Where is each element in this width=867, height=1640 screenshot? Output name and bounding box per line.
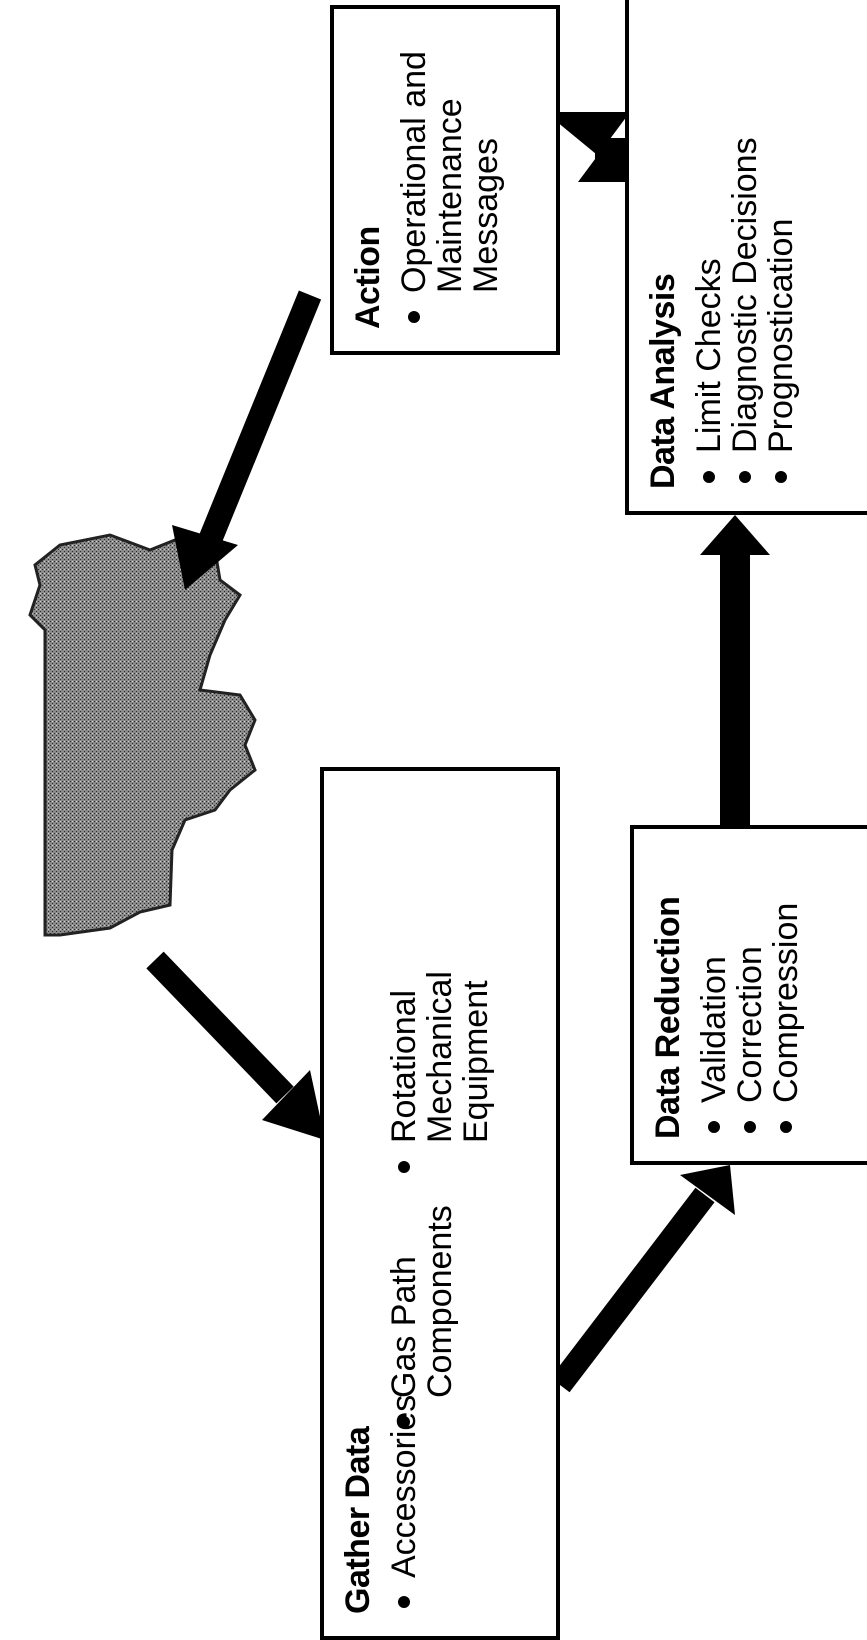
gather-data-items: Accessories Gas Path Components Rotation…	[385, 789, 495, 1614]
engine-icon	[28, 533, 257, 937]
analysis-item: Limit Checks	[690, 7, 728, 489]
gather-item: Accessories	[385, 1395, 423, 1614]
data-analysis-items: Limit Checks Diagnostic Decisions Progno…	[690, 7, 800, 489]
action-items: Operational and Maintenance Messages	[395, 27, 505, 329]
reduction-item: Validation	[695, 847, 733, 1139]
arrow-engine-to-gather	[146, 951, 294, 1104]
data-analysis-title: Data Analysis	[644, 273, 682, 489]
data-reduction-items: Validation Correction Compression	[695, 847, 805, 1139]
bullet-icon	[708, 1121, 720, 1133]
data-reduction-title: Data Reduction	[649, 896, 687, 1139]
data-analysis-box: Data Analysis Limit Checks Diagnostic De…	[625, 0, 867, 515]
gather-data-box: Gather Data Accessories Gas Path Compone…	[320, 767, 560, 1640]
bullet-icon	[775, 471, 787, 483]
arrow-gather-to-reduction-head	[680, 1165, 735, 1215]
arrow-action-to-engine-head	[172, 525, 238, 590]
action-box: Action Operational and Maintenance Messa…	[330, 5, 560, 355]
arrow-reduction-to-analysis	[720, 550, 750, 825]
action-title: Action	[349, 226, 387, 329]
bullet-icon	[744, 1121, 756, 1133]
bullet-icon	[398, 1596, 410, 1608]
analysis-item: Prognostication	[762, 7, 800, 489]
arrow-gather-to-reduction	[550, 1187, 715, 1393]
gather-data-title: Gather Data	[339, 1426, 377, 1614]
bullet-icon	[408, 311, 420, 323]
arrow-action-to-engine	[198, 290, 322, 545]
arrow-reduction-to-analysis-head	[700, 515, 770, 555]
bullet-icon	[739, 471, 751, 483]
bullet-icon	[703, 471, 715, 483]
reduction-item: Compression	[767, 847, 805, 1139]
bullet-icon	[780, 1121, 792, 1133]
reduction-item: Correction	[731, 847, 769, 1139]
action-item: Operational and Maintenance Messages	[395, 23, 505, 329]
arrow-analysis-to-action-head	[545, 112, 630, 182]
bullet-icon	[398, 1416, 410, 1428]
gather-item: Gas Path Components	[385, 1199, 459, 1434]
gather-item: Rotational Mechanical Equipment	[385, 919, 495, 1179]
bullet-icon	[398, 1161, 410, 1173]
data-reduction-box: Data Reduction Validation Correction Com…	[630, 825, 867, 1165]
analysis-item: Diagnostic Decisions	[726, 7, 764, 489]
arrow-engine-to-gather-head	[262, 1070, 325, 1140]
